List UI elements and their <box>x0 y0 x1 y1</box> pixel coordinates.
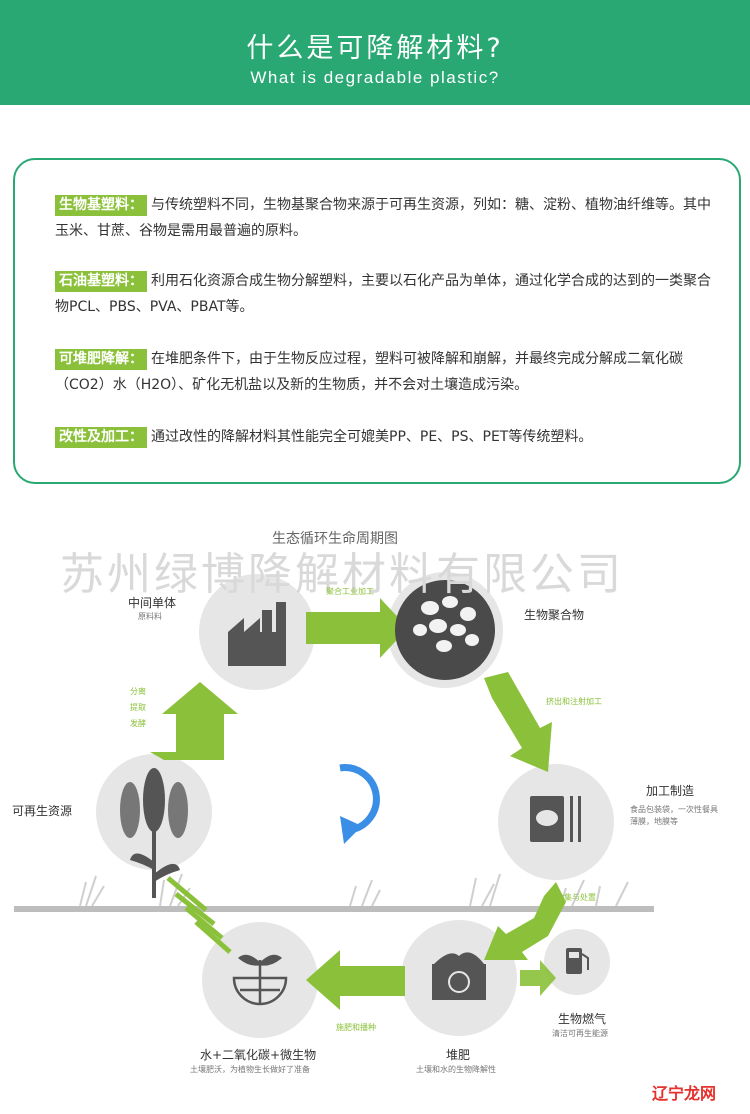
step-polymerize: 聚合工业加工 <box>326 587 374 596</box>
step-separate-1: 分离 <box>130 687 146 696</box>
section-tag: 生物基塑料： <box>55 195 147 216</box>
header-banner: 什么是可降解材料? What is degradable plastic? <box>0 0 750 105</box>
arrow-polymerize <box>306 598 408 658</box>
tableware-icon <box>530 796 581 842</box>
section-modification: 改性及加工：通过改性的降解材料其性能完全可媲美PP、PE、PS、PET等传统塑料… <box>55 424 715 450</box>
compost-bin-icon <box>432 952 486 1000</box>
compost-label: 堆肥 <box>446 1048 471 1062</box>
step-collect: 收集与处置 <box>556 893 596 902</box>
section-text: 利用石化资源合成生物分解塑料，主要以石化产品为单体，通过化学合成的达到的一类聚合… <box>55 273 711 315</box>
biogas-sub: 清洁可再生能源 <box>552 1029 608 1038</box>
manufacture-sub2: 薄膜，地膜等 <box>630 817 678 826</box>
cycle-arrows <box>150 598 566 1010</box>
globe-plant-icon <box>232 954 288 1006</box>
biogas-label: 生物燃气 <box>558 1012 607 1026</box>
factory-icon <box>228 602 286 666</box>
arrow-collect <box>484 882 566 960</box>
arrow-biogas <box>520 960 556 996</box>
step-extrude: 挤出和注射加工 <box>546 697 602 706</box>
water-sub: 土壤肥沃，为植物生长做好了准备 <box>190 1065 310 1074</box>
compost-sub: 土壤和水的生物降解性 <box>416 1065 496 1074</box>
section-tag: 石油基塑料： <box>55 271 147 292</box>
pellets-icon <box>395 580 495 680</box>
arrow-separate <box>150 682 238 760</box>
renewable-label: 可再生资源 <box>12 804 73 818</box>
lifecycle-diagram: 苏州绿博降解材料有限公司 生态循环生命周期图 中间单体 原料料 生物聚合物 加工… <box>0 490 750 1114</box>
arrow-extrude <box>484 672 552 772</box>
section-text: 在堆肥条件下，由于生物反应过程，塑料可被降解和崩解，并最终完成分解成二氧化碳（C… <box>55 351 683 393</box>
arrow-striped <box>166 876 232 954</box>
section-text: 通过改性的降解材料其性能完全可媲美PP、PE、PS、PET等传统塑料。 <box>151 429 593 445</box>
watermark: 苏州绿博降解材料有限公司 <box>60 549 624 600</box>
manufacture-sub1: 食品包装袋，一次性餐具 <box>630 805 718 814</box>
water-label: 水+二氧化碳+微生物 <box>200 1048 317 1062</box>
step-separate-3: 发酵 <box>130 719 146 728</box>
lifecycle-graphic <box>14 572 654 1038</box>
fuel-pump-icon <box>566 948 589 974</box>
section-bio-based: 生物基塑料：与传统塑料不同，生物基聚合物来源于可再生资源，列如：糖、淀粉、植物油… <box>55 192 715 244</box>
section-text: 与传统塑料不同，生物基聚合物来源于可再生资源，列如：糖、淀粉、植物油纤维等。其中… <box>55 197 711 239</box>
page-subtitle: What is degradable plastic? <box>250 68 500 87</box>
monomer-sub: 原料料 <box>138 612 162 621</box>
ground-line <box>14 906 654 912</box>
page-title: 什么是可降解材料? <box>246 33 504 64</box>
section-tag: 可堆肥降解： <box>55 349 147 370</box>
cycle-arrow-icon <box>339 764 380 844</box>
diagram-title: 生态循环生命周期图 <box>272 531 398 547</box>
polymer-label: 生物聚合物 <box>524 608 585 622</box>
corn-icon <box>120 768 188 898</box>
step-separate-2: 提取 <box>130 703 146 712</box>
info-card: 生物基塑料：与传统塑料不同，生物基聚合物来源于可再生资源，列如：糖、淀粉、植物油… <box>13 158 741 484</box>
manufacture-label: 加工制造 <box>646 784 695 798</box>
section-tag: 改性及加工： <box>55 427 147 448</box>
corner-watermark: 辽宁龙网 <box>651 1084 716 1103</box>
step-fertilize: 施肥和播种 <box>336 1023 376 1032</box>
monomer-label: 中间单体 <box>128 596 177 610</box>
section-compostable: 可堆肥降解：在堆肥条件下，由于生物反应过程，塑料可被降解和崩解，并最终完成分解成… <box>55 346 715 398</box>
section-petro-based: 石油基塑料：利用石化资源合成生物分解塑料，主要以石化产品为单体，通过化学合成的达… <box>55 268 715 320</box>
arrow-fertilize <box>306 950 405 1010</box>
